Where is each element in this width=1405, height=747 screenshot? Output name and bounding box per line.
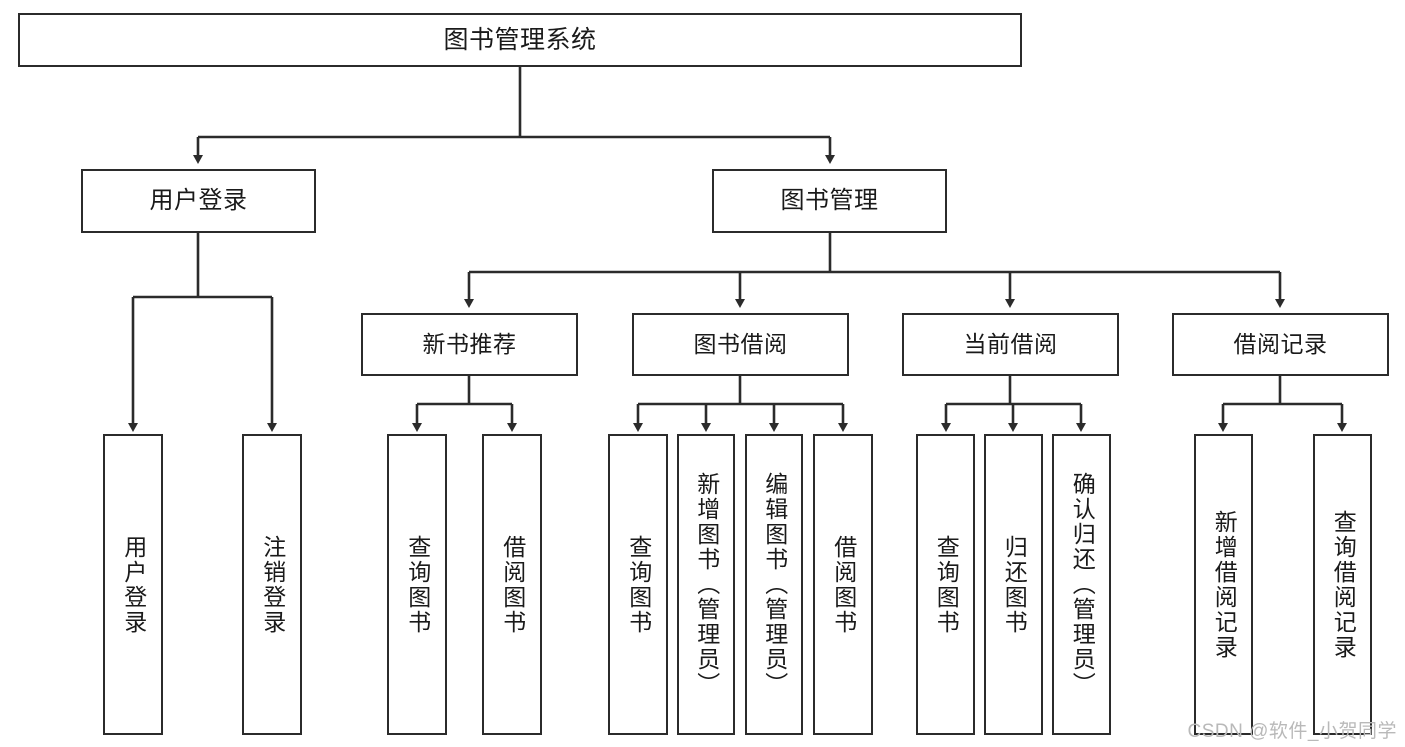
node-label: 查询图书	[933, 534, 960, 635]
node-label: 当前借阅	[963, 331, 1058, 358]
node-leaf-borrow-book-recommend[interactable]: 借阅图书	[482, 434, 542, 735]
node-label: 图书管理	[780, 187, 879, 215]
node-leaf-query-borrow-record[interactable]: 查询借阅记录	[1313, 434, 1372, 735]
node-label: 借阅图书	[499, 534, 526, 635]
node-current-borrow[interactable]: 当前借阅	[902, 313, 1119, 376]
node-leaf-query-book-current[interactable]: 查询图书	[916, 434, 975, 735]
node-label: 查询图书	[625, 534, 652, 635]
node-user-login[interactable]: 用户登录	[81, 169, 316, 233]
node-label: 借阅图书	[830, 534, 857, 635]
node-leaf-query-book-borrow[interactable]: 查询图书	[608, 434, 668, 735]
node-book-borrow[interactable]: 图书借阅	[632, 313, 849, 376]
node-leaf-confirm-return-admin[interactable]: 确认归还（管理员）	[1052, 434, 1111, 735]
node-leaf-user-login[interactable]: 用户登录	[103, 434, 163, 735]
node-label: 注销登录	[259, 534, 286, 635]
node-leaf-add-book-admin[interactable]: 新增图书（管理员）	[677, 434, 735, 735]
node-leaf-add-borrow-record[interactable]: 新增借阅记录	[1194, 434, 1253, 735]
node-label: 编辑图书（管理员）	[761, 472, 788, 697]
node-label: 用户登录	[149, 187, 248, 215]
watermark: CSDN @软件_小贺同学	[1187, 721, 1397, 742]
node-label: 查询借阅记录	[1330, 509, 1357, 660]
node-label: 用户登录	[120, 534, 147, 635]
node-label: 查询图书	[404, 534, 431, 635]
node-leaf-edit-book-admin[interactable]: 编辑图书（管理员）	[745, 434, 803, 735]
node-leaf-return-book[interactable]: 归还图书	[984, 434, 1043, 735]
node-new-book-recommend[interactable]: 新书推荐	[361, 313, 578, 376]
node-label: 新增借阅记录	[1211, 509, 1238, 660]
node-label: 借阅记录	[1233, 331, 1328, 358]
node-leaf-query-book-recommend[interactable]: 查询图书	[387, 434, 447, 735]
node-label: 新增图书（管理员）	[693, 472, 720, 697]
node-label: 图书管理系统	[443, 25, 597, 54]
node-borrow-record[interactable]: 借阅记录	[1172, 313, 1389, 376]
node-leaf-logout[interactable]: 注销登录	[242, 434, 302, 735]
node-label: 归还图书	[1001, 534, 1028, 635]
node-label: 图书借阅	[693, 331, 788, 358]
node-label: 新书推荐	[422, 331, 517, 358]
node-leaf-borrow-book[interactable]: 借阅图书	[813, 434, 873, 735]
node-label: 确认归还（管理员）	[1069, 472, 1096, 697]
node-root-system[interactable]: 图书管理系统	[18, 13, 1022, 67]
node-book-management[interactable]: 图书管理	[712, 169, 947, 233]
